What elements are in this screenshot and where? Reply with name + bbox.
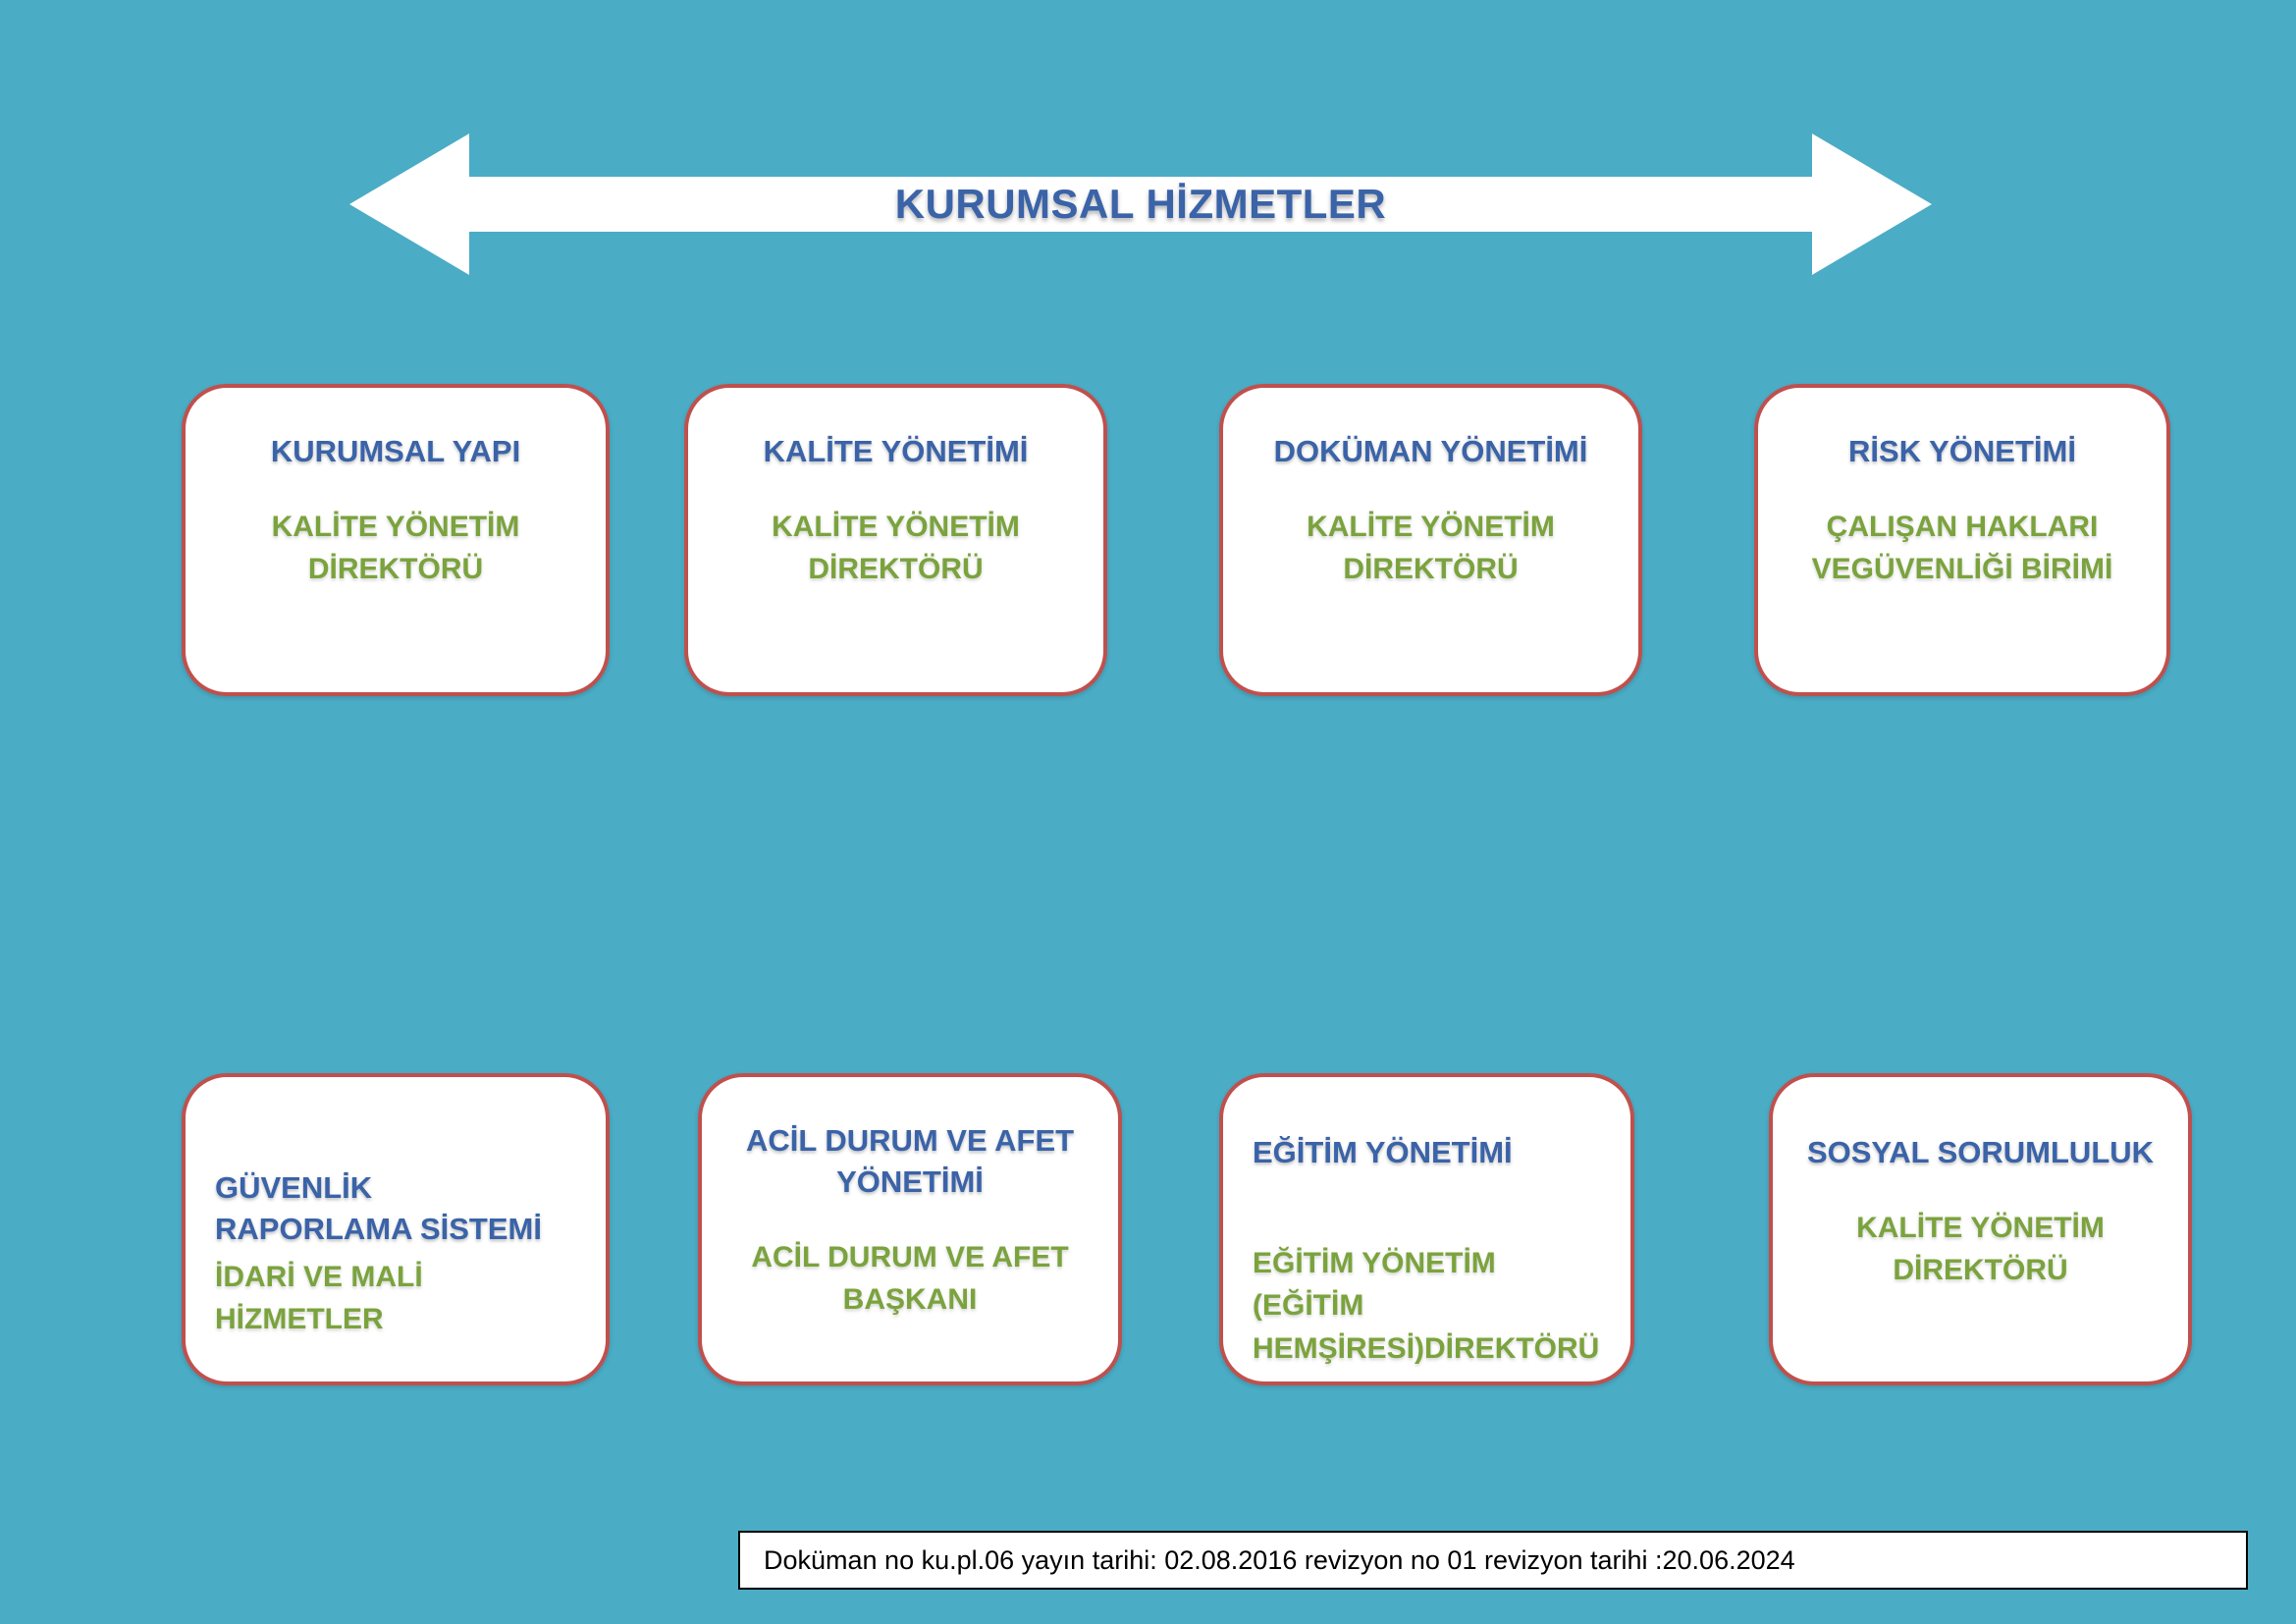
box-egitim-yonetimi: EĞİTİM YÖNETİMİ EĞİTİM YÖNETİM (EĞİTİM H… xyxy=(1219,1073,1634,1385)
box-title: EĞİTİM YÖNETİMİ xyxy=(1253,1135,1513,1169)
corporate-services-banner: KURUMSAL HİZMETLER xyxy=(349,126,1932,283)
box-title: GÜVENLİK RAPORLAMA SİSTEMİ xyxy=(215,1170,542,1246)
banner-title: KURUMSAL HİZMETLER xyxy=(894,181,1387,227)
box-dokuman-yonetimi: DOKÜMAN YÖNETİMİ KALİTE YÖNETİM DİREKTÖR… xyxy=(1219,384,1642,696)
box-subtitle: KALİTE YÖNETİM DİREKTÖRÜ xyxy=(1856,1211,2105,1287)
box-kurumsal-yapi: KURUMSAL YAPI KALİTE YÖNETİM DİREKTÖRÜ xyxy=(182,384,610,696)
box-subtitle: İDARİ VE MALİ HİZMETLER xyxy=(215,1260,423,1336)
box-subtitle: KALİTE YÖNETİM DİREKTÖRÜ xyxy=(271,510,520,586)
double-arrow-icon xyxy=(349,134,1932,275)
document-info-bar: Doküman no ku.pl.06 yayın tarihi: 02.08.… xyxy=(738,1531,2248,1590)
box-kalite-yonetimi: KALİTE YÖNETİMİ KALİTE YÖNETİM DİREKTÖRÜ xyxy=(684,384,1107,696)
box-title: DOKÜMAN YÖNETİMİ xyxy=(1273,434,1588,468)
box-subtitle: ACİL DURUM VE AFET BAŞKANI xyxy=(751,1240,1069,1317)
box-title: SOSYAL SORUMLULUK xyxy=(1806,1135,2155,1169)
box-title: RİSK YÖNETİMİ xyxy=(1848,434,2076,468)
box-subtitle: KALİTE YÖNETİM DİREKTÖRÜ xyxy=(772,510,1020,586)
box-title: KURUMSAL YAPI xyxy=(270,434,521,468)
box-subtitle: ÇALIŞAN HAKLARI VEGÜVENLİĞİ BİRİMİ xyxy=(1811,510,2113,586)
box-risk-yonetimi: RİSK YÖNETİMİ ÇALIŞAN HAKLARI VEGÜVENLİĞ… xyxy=(1754,384,2170,696)
box-subtitle: KALİTE YÖNETİM DİREKTÖRÜ xyxy=(1307,510,1555,586)
document-info-text: Doküman no ku.pl.06 yayın tarihi: 02.08.… xyxy=(764,1544,1795,1575)
box-title: ACİL DURUM VE AFET YÖNETİMİ xyxy=(745,1123,1075,1199)
box-subtitle: EĞİTİM YÖNETİM (EĞİTİM HEMŞİRESİ)DİREKTÖ… xyxy=(1253,1246,1600,1365)
box-guvenlik-raporlama: GÜVENLİK RAPORLAMA SİSTEMİ İDARİ VE MALİ… xyxy=(182,1073,610,1385)
box-sosyal-sorumluluk: SOSYAL SORUMLULUK KALİTE YÖNETİM DİREKTÖ… xyxy=(1769,1073,2192,1385)
box-title: KALİTE YÖNETİMİ xyxy=(763,434,1029,468)
box-acil-durum: ACİL DURUM VE AFET YÖNETİMİ ACİL DURUM V… xyxy=(698,1073,1122,1385)
